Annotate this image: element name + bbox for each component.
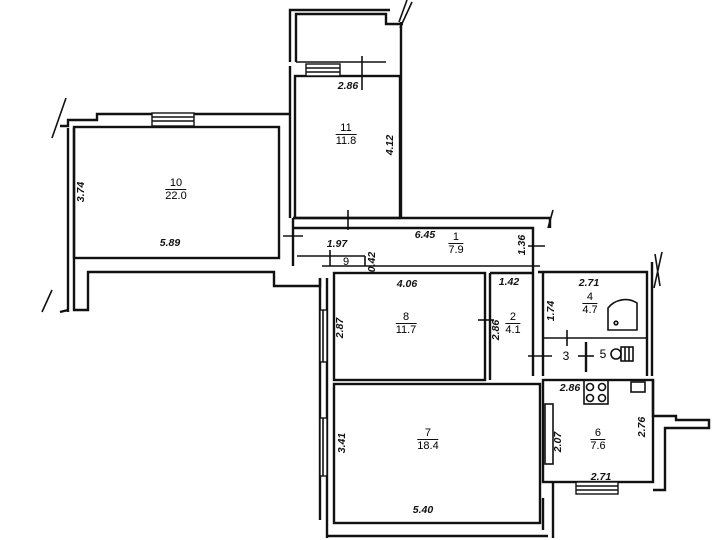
- room-area: 7.6: [590, 439, 606, 452]
- room-number: 3: [562, 349, 570, 363]
- room-number: 5: [599, 347, 607, 361]
- room-11-label: 11 11.8: [335, 122, 357, 148]
- room-2-label: 2 4.1: [505, 311, 521, 337]
- dim-r1-width: 6.45: [414, 229, 436, 241]
- room-area: 4.1: [505, 323, 521, 336]
- room-area: 11.7: [395, 323, 417, 336]
- window-room-11: [305, 63, 341, 77]
- dim-r4-left: 1.74: [545, 300, 557, 322]
- room-11-walls: [288, 22, 403, 220]
- room-area: 18.4: [417, 439, 439, 452]
- dim-r4-top: 2.71: [578, 277, 600, 289]
- room-10-walls: [41, 97, 322, 314]
- room-number: 9: [342, 256, 350, 268]
- room-1-label: 1 7.9: [448, 231, 464, 257]
- room-area: 7.9: [448, 243, 464, 256]
- room-number: 7: [424, 427, 432, 439]
- corridor-walls: [283, 209, 554, 266]
- dim-r6-left: 2.07: [552, 431, 564, 453]
- sink-icon: [630, 381, 646, 393]
- room-5-label: 5: [600, 347, 607, 361]
- window-room-6: [575, 481, 619, 495]
- dim-r6-top: 2.86: [559, 382, 581, 394]
- dim-r7-left: 3.41: [336, 432, 348, 454]
- dim-r7-bottom: 5.40: [412, 504, 434, 516]
- room-10-label: 10 22.0: [165, 177, 187, 203]
- dim-r10-left: 3.74: [75, 181, 87, 203]
- room-8-label: 8 11.7: [395, 311, 417, 337]
- dim-r6-right: 2.76: [636, 416, 648, 438]
- room-number: 8: [402, 311, 410, 323]
- room-area: 22.0: [165, 189, 187, 202]
- stove-icon: [583, 379, 609, 405]
- dim-r8-top: 4.06: [396, 278, 418, 290]
- room-number: 11: [340, 122, 352, 134]
- room-4-label: 4 4.7: [582, 291, 598, 317]
- room-7-label: 7 18.4: [417, 427, 439, 453]
- room-area: 11.8: [335, 134, 357, 147]
- balcony-top: [288, 0, 413, 63]
- rooms-8-2-walls: [318, 265, 540, 538]
- shower-corner-icon: [607, 298, 638, 331]
- kitchen-walls: [541, 378, 711, 538]
- room-area: 4.7: [582, 303, 598, 316]
- dim-r2-left: 2.86: [490, 319, 502, 341]
- dim-r2-top: 1.42: [498, 276, 520, 288]
- room-number: 2: [509, 311, 517, 323]
- room-number: 1: [452, 231, 460, 243]
- room-number: 6: [594, 427, 602, 439]
- window-room-10: [151, 112, 195, 127]
- room-number: 10: [169, 177, 183, 189]
- room-7-walls: [319, 382, 548, 538]
- dim-r10-bottom: 5.89: [159, 237, 181, 249]
- dim-r11-right: 4.12: [384, 134, 396, 156]
- room-number: 4: [586, 291, 594, 303]
- bathroom-walls: [528, 251, 663, 376]
- toilet-icon: [610, 346, 634, 362]
- dim-r8-left: 2.87: [334, 317, 346, 339]
- dim-r9-width: 1.97: [326, 238, 348, 250]
- dim-r11-top: 2.86: [337, 80, 359, 92]
- dim-r1-right: 1.36: [516, 234, 528, 256]
- room-9-label: 9: [343, 256, 349, 268]
- room-3-label: 3: [563, 349, 570, 363]
- dim-r9-height: 0.42: [366, 251, 378, 273]
- room-6-label: 6 7.6: [590, 427, 606, 453]
- dim-r6-bottom: 2.71: [590, 471, 612, 483]
